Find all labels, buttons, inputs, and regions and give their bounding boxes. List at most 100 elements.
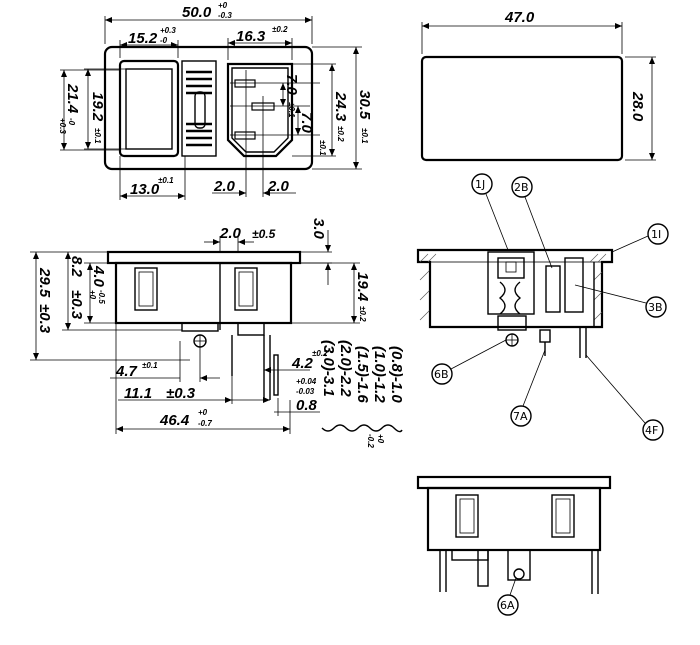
dim-terminal-depth: 11.1 <box>124 385 152 402</box>
panel-range-3: (1.5)-1.6 <box>354 346 371 403</box>
panel-range-5: (3.0)-3.1 <box>320 340 337 397</box>
panel-range-1: (0.8)-1.0 <box>388 346 405 403</box>
bottom-flange <box>416 475 612 490</box>
callout-1I: 1I <box>611 223 669 253</box>
dim-pin-offset-tol: ±0.1 <box>142 361 158 370</box>
dim-pin-gap-right: 2.0 <box>267 178 290 195</box>
callout-7A: 7A <box>510 349 546 427</box>
dim-inlet-height-tol: ±0.2 <box>336 126 345 142</box>
callout-1J: 1J <box>471 173 509 251</box>
panel-range-4: (2.0)-2.2 <box>337 340 354 397</box>
svg-text:1I: 1I <box>651 228 661 241</box>
dim-pin-offset: 4.7 <box>115 363 138 380</box>
dim-overall-height-tol: ±0.1 <box>360 128 369 144</box>
pin-detail <box>273 354 279 396</box>
switch-recess <box>118 59 180 158</box>
dim-right-height-tol: ±0.2 <box>358 306 367 322</box>
section-spring <box>498 281 506 315</box>
dim-total-depth-tol-lower: -0.7 <box>198 419 212 428</box>
callout-3B: 3B <box>574 284 667 318</box>
section-view: 1J 2B 1I 3B 6B 7A 4F <box>416 173 669 441</box>
callout-6A: 6A <box>497 577 519 616</box>
dim-inlet-width: 16.3 <box>236 28 266 45</box>
dim-depth-top: 4.0 <box>90 265 107 288</box>
dim-switch-offset: 13.0 <box>130 181 160 198</box>
dim-pin-width: 4.2 <box>291 355 314 372</box>
svg-text:1J: 1J <box>475 178 485 191</box>
dim-inner-height: 8.2 <box>68 256 85 278</box>
dim-switch-height-tol: ±0.1 <box>93 128 102 144</box>
dim-pin-spacing-a-tol: ±0.1 <box>287 102 296 118</box>
front-flange <box>103 45 314 171</box>
dim-cutout-height: 28.0 <box>629 91 646 122</box>
front-view: 50.0 +0 -0.3 15.2 +0.3 -0 16.3 ±0.2 21.4… <box>58 1 373 200</box>
bottom-window-right <box>551 494 575 538</box>
dim-pin-spacing-a: 7.0 <box>283 74 300 96</box>
dim-width-main-tol-upper: +0 <box>218 1 228 10</box>
fuse-label-bars <box>186 70 212 147</box>
dim-switch-width-tol-upper: +0.3 <box>160 26 176 35</box>
svg-text:3B: 3B <box>648 301 663 314</box>
dim-body-height-left-tol-upper: +0.3 <box>58 118 67 134</box>
dim-pin-gap-left: 2.0 <box>213 178 236 195</box>
section-switch-contact <box>497 257 525 279</box>
dim-inlet-height: 24.3 <box>332 91 349 122</box>
dim-switch-offset-tol: ±0.1 <box>158 176 174 185</box>
side-window-left-inner <box>138 271 154 307</box>
dim-side-overall-height-tol: ±0.3 <box>36 304 53 334</box>
dim-side-overall-height: 29.5 <box>36 267 53 298</box>
svg-text:6A: 6A <box>500 599 515 612</box>
callout-4F: 4F <box>585 354 664 441</box>
dim-flange-gap: 2.0 <box>219 225 242 242</box>
dim-switch-height: 19.2 <box>89 92 106 122</box>
side-terminal-right <box>237 322 265 336</box>
dim-flange-thickness: 3.0 <box>310 218 327 240</box>
side-view: 2.0 ±0.5 3.0 29.5 ±0.3 8.2 ±0.3 4.0 +0 -… <box>30 218 405 448</box>
side-window-left <box>134 267 158 311</box>
dim-right-height: 19.4 <box>354 272 371 302</box>
inlet-pins <box>234 79 275 140</box>
fuse-body <box>194 91 206 129</box>
svg-text:6B: 6B <box>434 368 449 381</box>
switch-window <box>125 68 173 150</box>
panel-range-2: (1.0)-1.2 <box>371 346 388 403</box>
side-terminal-block <box>181 322 219 332</box>
dim-body-height-left-tol-lower: -0 <box>67 118 76 126</box>
dim-width-main: 50.0 <box>182 4 212 21</box>
dim-terminal-depth-tol: ±0.3 <box>166 385 196 402</box>
dim-depth-top-tol-upper: +0 <box>88 290 97 300</box>
dim-depth-top-tol-lower: -0.5 <box>97 290 106 304</box>
dim-total-depth: 46.4 <box>159 412 190 429</box>
cutout-view: 47.0 28.0 <box>420 9 656 162</box>
callout-6B: 6B <box>431 339 507 385</box>
bottom-window-left <box>455 494 479 538</box>
side-window-right-inner <box>238 271 254 307</box>
dim-inner-height-tol: ±0.3 <box>68 290 85 320</box>
panel-thickness-ranges: (0.8)-1.0 (1.0)-1.2 (1.5)-1.6 (2.0)-2.2 … <box>320 340 405 448</box>
callout-2B: 2B <box>511 176 553 269</box>
svg-text:4F: 4F <box>645 424 658 437</box>
dim-pin-width-tol: ±0.2 <box>312 349 328 358</box>
dim-pin-thickness-tol-lower: -0.03 <box>296 387 315 396</box>
dim-inlet-width-tol: ±0.2 <box>272 25 288 34</box>
section-hatching <box>419 253 607 321</box>
dim-total-depth-tol-upper: +0 <box>198 408 208 417</box>
section-internal-1J <box>487 251 535 315</box>
dim-pin-spacing-b: 7.0 <box>298 112 315 134</box>
dim-pin-thickness-tol-upper: +0.04 <box>296 377 317 386</box>
bottom-terminal-6A <box>507 549 531 581</box>
section-internal-2B <box>545 265 561 313</box>
inlet-inner <box>231 67 289 153</box>
dim-pin-thickness: 0.8 <box>296 397 318 414</box>
side-flange <box>106 250 302 265</box>
fuse-holder <box>181 60 217 157</box>
cutout-outline <box>420 55 624 162</box>
section-internal-3B <box>564 257 584 313</box>
dim-cutout-width: 47.0 <box>504 9 535 26</box>
panel-range-tol-upper: +0 <box>376 434 385 444</box>
svg-text:2B: 2B <box>514 181 529 194</box>
dim-overall-height: 30.5 <box>356 90 373 120</box>
svg-text:7A: 7A <box>513 410 528 423</box>
dim-pin-spacing-b-tol: ±0.1 <box>318 140 327 156</box>
